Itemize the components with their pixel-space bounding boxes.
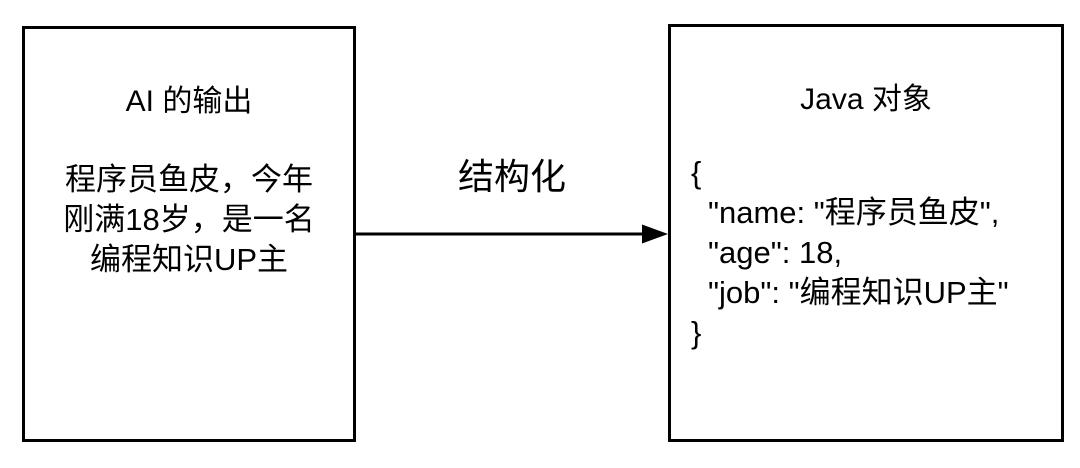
code-line-job: "job": "编程知识UP主" — [708, 275, 1009, 310]
arrow-label: 结构化 — [457, 156, 566, 197]
code-line-name: "name: "程序员鱼皮", — [708, 195, 1000, 230]
java-object-box: Java 对象 { "name: "程序员鱼皮", "age": 18, "jo… — [668, 24, 1064, 442]
code-line-open-brace: { — [691, 155, 702, 190]
ai-output-text-line: 刚满18岁，是一名 — [63, 202, 315, 237]
code-line-age: "age": 18, — [708, 235, 843, 270]
ai-output-box-text: 程序员鱼皮，今年 刚满18岁，是一名 编程知识UP主 — [25, 160, 353, 280]
code-line-close-brace: } — [691, 315, 702, 350]
ai-output-box: AI 的输出 程序员鱼皮，今年 刚满18岁，是一名 编程知识UP主 — [22, 26, 356, 442]
ai-output-box-title: AI 的输出 — [125, 85, 253, 118]
ai-output-text-line: 程序员鱼皮，今年 — [65, 162, 313, 197]
right-arrow-icon — [356, 224, 668, 244]
java-object-box-title: Java 对象 — [800, 83, 932, 116]
ai-output-text-line: 编程知识UP主 — [89, 242, 289, 277]
java-object-code: { "name: "程序员鱼皮", "age": 18, "job": "编程知… — [671, 153, 1061, 353]
